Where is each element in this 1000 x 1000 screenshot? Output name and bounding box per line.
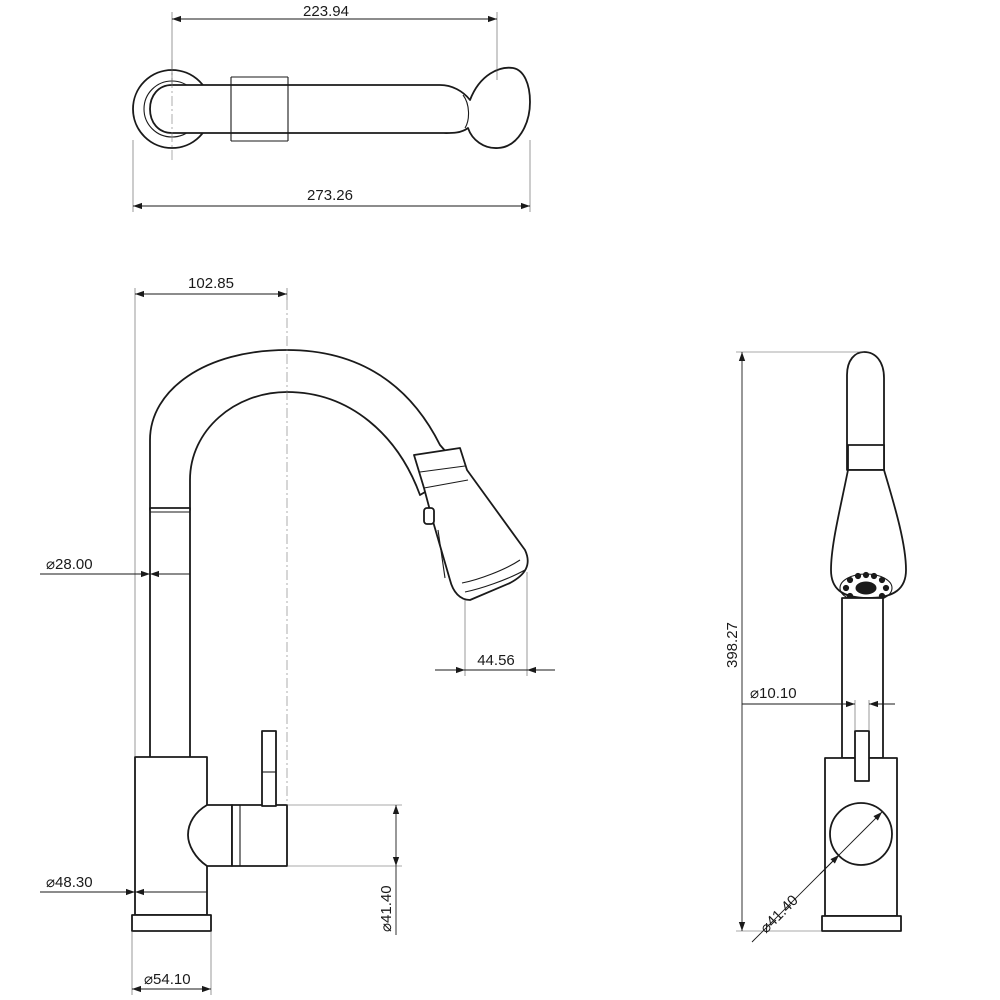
front-view-spray-collar xyxy=(419,465,466,473)
dim-label-side-hub-diameter: ⌀41.40 xyxy=(757,892,802,937)
front-view-spray-edge xyxy=(437,529,446,579)
front-view-spray-button xyxy=(423,507,435,525)
front-view-spray-face xyxy=(461,559,521,584)
front-view-spray-head xyxy=(413,447,529,601)
dim-label-spout-tube-diameter: ⌀28.00 xyxy=(46,556,93,573)
side-view-spray-collar xyxy=(847,444,885,471)
side-view-spray-head xyxy=(830,469,907,599)
side-view: 398.27 ⌀10.10 ⌀41.40 xyxy=(724,351,907,943)
top-view-handle-edges xyxy=(231,76,288,142)
top-view: 223.94 273.26 xyxy=(132,3,531,212)
dim-label-top-overall-length: 273.26 xyxy=(307,187,353,204)
side-view-base xyxy=(821,915,902,932)
dim-label-base-diameter: ⌀54.10 xyxy=(144,971,191,988)
front-view-lever xyxy=(261,730,277,807)
front-view: 102.85 ⌀28.00 44.56 ⌀48.30 ⌀54.10 ⌀41.40 xyxy=(40,275,555,995)
dim-label-spray-head-width: 44.56 xyxy=(477,652,515,669)
front-view-base xyxy=(131,914,212,932)
side-view-handle-hub xyxy=(829,802,893,866)
dim-label-top-handle-span: 223.94 xyxy=(303,3,349,20)
dim-line-side-hub-diameter xyxy=(751,811,883,943)
front-view-spray-collar xyxy=(423,479,469,489)
front-view-handle-body xyxy=(231,804,288,867)
dim-label-lever-diameter: ⌀10.10 xyxy=(750,685,797,702)
top-view-spout xyxy=(149,66,531,149)
top-view-head-seam xyxy=(462,94,470,129)
dim-label-handle-hub-diameter: ⌀41.40 xyxy=(378,885,395,932)
dim-label-body-diameter: ⌀48.30 xyxy=(46,874,93,891)
side-view-nozzle-center xyxy=(855,581,877,595)
front-view-handle-hub xyxy=(187,804,233,867)
front-view-spray-face xyxy=(464,569,526,593)
front-view-spout-tube xyxy=(149,507,191,759)
front-view-gooseneck-spout xyxy=(149,349,463,511)
dim-label-overall-height: 398.27 xyxy=(724,622,741,668)
side-view-upper-spout xyxy=(846,351,885,471)
dim-arrow xyxy=(819,854,840,875)
dim-label-spout-reach: 102.85 xyxy=(188,275,234,292)
side-view-lever xyxy=(854,730,870,782)
